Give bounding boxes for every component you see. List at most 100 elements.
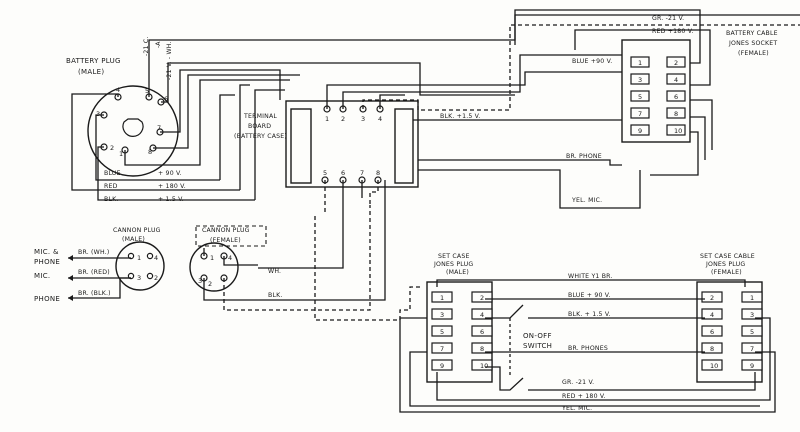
pin-label: 5	[750, 328, 754, 336]
connector-pin	[666, 124, 686, 136]
cannon-female-tag	[195, 225, 267, 247]
set-case-cable-title: SET CASE CABLE	[700, 253, 755, 260]
set-case-cable-title: JONES PLUG	[705, 261, 745, 268]
wire-label: YEL. MIC.	[561, 405, 592, 412]
lead-label: BR. (RED)	[78, 269, 110, 276]
cannon-male-title: (MALE)	[122, 236, 145, 243]
pin-label: 2	[154, 274, 158, 282]
wire-label: BLUE + 90 V.	[568, 292, 611, 299]
pin-label: 10	[710, 362, 718, 370]
pin-label: 1	[137, 254, 141, 262]
connector-pin	[471, 291, 493, 303]
wire-label: RED + 180 V.	[562, 393, 606, 400]
pin-label: 3	[440, 311, 444, 319]
pin-label: 3	[750, 311, 754, 319]
lead-label: PHONE	[34, 258, 60, 266]
connector-pin	[666, 73, 686, 85]
wire-label: GR. -21 V.	[652, 15, 684, 22]
lead-label: MIC.	[34, 272, 50, 280]
connector-pin	[630, 124, 650, 136]
pin-label: 1	[210, 254, 214, 262]
pin-label: 7	[638, 110, 642, 118]
pin-label: 8	[376, 169, 380, 177]
wire-label: BR. PHONES	[568, 345, 608, 352]
lead-label: BLK.	[268, 292, 283, 299]
connector-pin	[630, 56, 650, 68]
pin-label: 7	[440, 345, 444, 353]
terminal-resistor	[394, 108, 414, 184]
pin-label: 3	[137, 274, 141, 282]
socket-title: BATTERY CABLE	[726, 30, 778, 37]
pin-label: 1	[638, 59, 642, 67]
connector-pin	[431, 342, 453, 354]
pin-label: 7	[750, 345, 754, 353]
cannon-female-outline	[189, 242, 239, 292]
pin-label: 4	[228, 254, 232, 262]
pin-label: 2	[480, 294, 484, 302]
wire-label: RED	[104, 183, 118, 190]
pin-label: 7	[157, 124, 161, 132]
pin-label: 8	[710, 345, 714, 353]
switch-label: ON-OFF	[523, 332, 552, 340]
connector-pin	[701, 291, 723, 303]
lead-label: WH.	[268, 268, 281, 275]
pin-label: 5	[638, 93, 642, 101]
connector-pin	[741, 359, 763, 371]
switch-label: SWITCH	[523, 342, 552, 350]
terminal-board-wires	[258, 24, 800, 269]
pin-label: 6	[710, 328, 714, 336]
connector-pin	[471, 342, 493, 354]
pin-label: 4	[480, 311, 484, 319]
battery-plug-outline	[87, 85, 179, 177]
pin-label: 5	[145, 87, 149, 95]
pin-label: 8	[674, 110, 678, 118]
pin-label: 6	[341, 169, 345, 177]
pin-label: 3	[198, 277, 202, 285]
lead-label: PHONE	[34, 295, 60, 303]
lead-label: BR. (WH.)	[78, 249, 110, 256]
pin-label: 2	[674, 59, 678, 67]
pin-label: 2	[110, 144, 114, 152]
battery-plug-title: BATTERY PLUG	[66, 57, 121, 65]
pin-label: 6	[164, 95, 168, 103]
connector-pin	[630, 73, 650, 85]
pin-label: 9	[440, 362, 444, 370]
pin-label: 6	[480, 328, 484, 336]
connector-pin	[431, 359, 453, 371]
connector-pin	[630, 107, 650, 119]
lead-label: BR. (BLK.)	[78, 290, 111, 297]
connector-pin	[701, 325, 723, 337]
left-leads: MIC. & PHONE MIC. PHONE BR. (WH.) BR. (R…	[34, 180, 386, 311]
pin-label: 5	[440, 328, 444, 336]
pin-label: 3	[361, 115, 365, 123]
set-case-plug-title: JONES PLUG	[433, 261, 473, 268]
cannon-female-title: CANNON PLUG	[202, 227, 250, 234]
wire-label: BLK. + 1.5 V.	[568, 311, 611, 318]
pin-label: 7	[360, 169, 364, 177]
pin-label: 5	[323, 169, 327, 177]
wire-label: BLUE	[104, 170, 121, 177]
connector-pin	[431, 308, 453, 320]
pin-label: 10	[674, 127, 682, 135]
pin-label: 2	[341, 115, 345, 123]
socket-title: (FEMALE)	[738, 50, 769, 57]
wire-label: WHITE Y1 BR.	[568, 273, 613, 280]
pin-label: 4	[378, 115, 382, 123]
pin-label: 1	[750, 294, 754, 302]
terminal-board-title: TERMINAL	[243, 113, 277, 120]
pin-label: 6	[674, 93, 678, 101]
connector-pin	[471, 359, 493, 371]
bottom-wires: WHITE Y1 BR. BLUE + 90 V. BLK. + 1.5 V. …	[314, 214, 776, 413]
pin-label: 4	[116, 86, 120, 94]
connector-pin	[741, 291, 763, 303]
wire-label: -A	[155, 41, 162, 48]
pin-label: 1	[119, 150, 123, 158]
battery-plug: BATTERY PLUG (MALE) 4 5 6 3 7 2 1 8 -21 …	[66, 36, 186, 203]
wire-label: RED +180 V.	[652, 28, 694, 35]
wire-label: BLK. +1.5 V.	[440, 113, 480, 120]
pin-label: 2	[710, 294, 714, 302]
battery-plug-subtitle: (MALE)	[78, 68, 104, 76]
